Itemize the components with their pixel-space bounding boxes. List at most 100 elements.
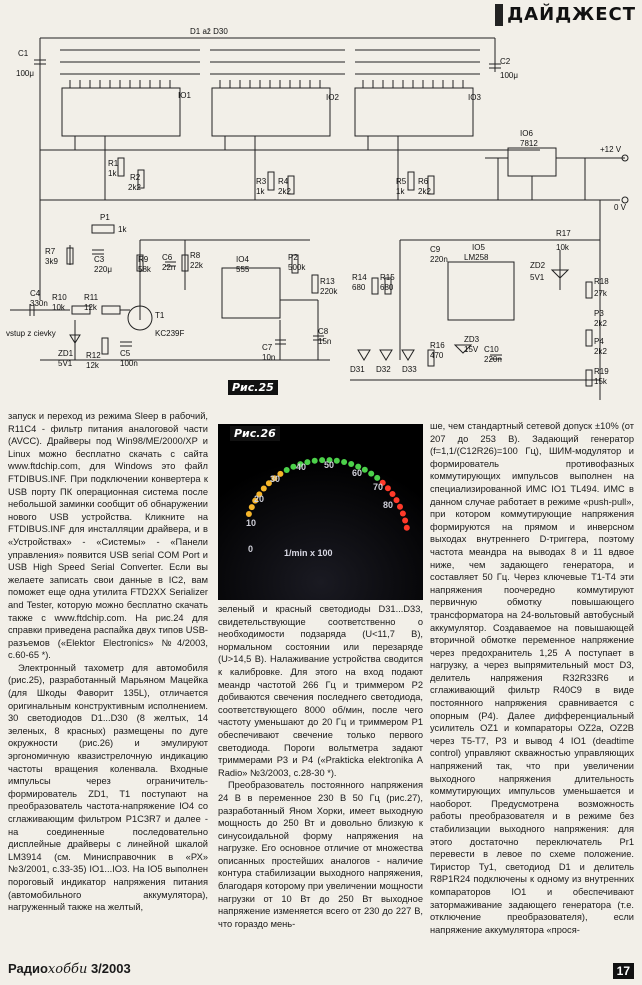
r4-value: 2k2: [278, 187, 291, 196]
r9-value: 58k: [138, 265, 152, 274]
c1-value: 100μ: [16, 69, 34, 78]
dial-led: [297, 461, 304, 468]
r13-label: R13: [320, 277, 335, 286]
dial-led: [265, 480, 272, 487]
dial-tick-30: 30: [270, 474, 280, 484]
r12-value: 12k: [86, 361, 100, 370]
r3-value: 1k: [256, 187, 265, 196]
diodes-label: D1 až D30: [190, 27, 228, 36]
dial-led: [368, 470, 375, 477]
dial-tick-10: 10: [246, 518, 256, 528]
c9-label: C9: [430, 245, 441, 254]
c7-label: C7: [262, 343, 273, 352]
dial-led: [384, 485, 391, 492]
c10-label: C10: [484, 345, 499, 354]
tachometer-dial: 0 10 20 30 40 50 60 70 80 1/min x 100: [218, 424, 423, 600]
dial-tick-70: 70: [373, 482, 383, 492]
dial-led: [355, 463, 362, 470]
p3-value: 2k2: [594, 319, 607, 328]
p1-label: P1: [100, 213, 110, 222]
r6-value: 2k2: [418, 187, 431, 196]
footer-magazine: Радиохобби 3/2003: [8, 961, 131, 977]
dial-tick-50: 50: [324, 460, 334, 470]
dial-led: [361, 466, 368, 473]
r7-value: 3k9: [45, 257, 58, 266]
dial-led: [283, 467, 290, 473]
c8-label: C8: [318, 327, 329, 336]
dial-led: [256, 491, 263, 498]
ic1-label: IO1: [178, 91, 191, 100]
dial-led: [319, 457, 326, 464]
dial-led: [326, 457, 333, 464]
r16-label: R16: [430, 341, 445, 350]
ic6-type: 7812: [520, 139, 538, 148]
dial-led: [271, 475, 278, 482]
r8-label: R8: [190, 251, 201, 260]
d32-label: D32: [376, 365, 391, 374]
dial-led: [379, 479, 386, 486]
ic2-label: IO2: [326, 93, 339, 102]
t1-type: KC239F: [155, 329, 184, 338]
c2-value: 100μ: [500, 71, 518, 80]
r10-value: 10k: [52, 303, 66, 312]
c5-value: 100n: [120, 359, 138, 368]
p2-value: 500k: [288, 263, 306, 272]
c7-value: 10n: [262, 353, 275, 362]
c4-value: 330n: [30, 299, 48, 308]
r15-value: 680: [380, 283, 394, 292]
input-label: vstup z cievky: [6, 329, 56, 338]
r2-label: R2: [130, 173, 141, 182]
dial-led: [311, 457, 318, 464]
led-array-1: [60, 49, 200, 75]
r1-value: 1k: [108, 169, 117, 178]
paragraph: ше, чем стандартный сетевой допуск ±10% …: [430, 421, 634, 935]
r18-value: 27k: [594, 289, 608, 298]
dial-led: [245, 511, 252, 517]
dial-led: [252, 497, 259, 504]
magazine-name: Радио: [8, 961, 48, 976]
zd1-value: 5V1: [58, 359, 73, 368]
r7-label: R7: [45, 247, 56, 256]
p3-label: P3: [594, 309, 604, 318]
paragraph: Электронный тахометр для автомобиля (рис…: [8, 662, 208, 913]
r11-label: R11: [84, 293, 99, 302]
t1-label: T1: [155, 311, 165, 320]
supply-label: +12 V: [600, 145, 622, 154]
zd3-value: 15V: [464, 345, 479, 354]
figure-26-photo: 0 10 20 30 40 50 60 70 80 1/min x 100: [218, 424, 423, 600]
dial-led: [389, 491, 396, 497]
dial-led: [374, 474, 381, 481]
ground-label: 0 V: [614, 203, 627, 212]
r14-label: R14: [352, 273, 367, 282]
r8-value: 22k: [190, 261, 204, 270]
c4-label: C4: [30, 289, 41, 298]
paragraph: Преобразователь постоянного напряжения 2…: [218, 780, 423, 929]
text-column-3: ше, чем стандартный сетевой допуск ±10% …: [430, 420, 634, 936]
r17-label: R17: [556, 229, 571, 238]
dial-tick-80: 80: [383, 500, 393, 510]
dial-led: [277, 470, 284, 477]
p1-value: 1k: [118, 225, 127, 234]
c6-label: C6: [162, 253, 173, 262]
magazine-suffix: хобби: [47, 962, 88, 977]
p4-value: 2k2: [594, 347, 607, 356]
r1-label: R1: [108, 159, 119, 168]
c6-value: 22n: [162, 263, 175, 272]
r6-label: R6: [418, 177, 429, 186]
r16-value: 470: [430, 351, 444, 360]
dial-led: [403, 524, 410, 531]
zd1-label: ZD1: [58, 349, 74, 358]
p4-label: P4: [594, 337, 604, 346]
dial-led: [348, 461, 355, 467]
r2-value: 2k2: [128, 183, 141, 192]
dial-led: [290, 463, 297, 470]
figure-25-label: Рис.25: [228, 380, 278, 395]
page-number: 17: [612, 963, 634, 979]
dial-tick-0: 0: [248, 544, 253, 554]
dial-led: [399, 510, 406, 517]
r5-value: 1k: [396, 187, 405, 196]
r19-label: R19: [594, 367, 609, 376]
r3-label: R3: [256, 177, 267, 186]
r4-label: R4: [278, 177, 289, 186]
